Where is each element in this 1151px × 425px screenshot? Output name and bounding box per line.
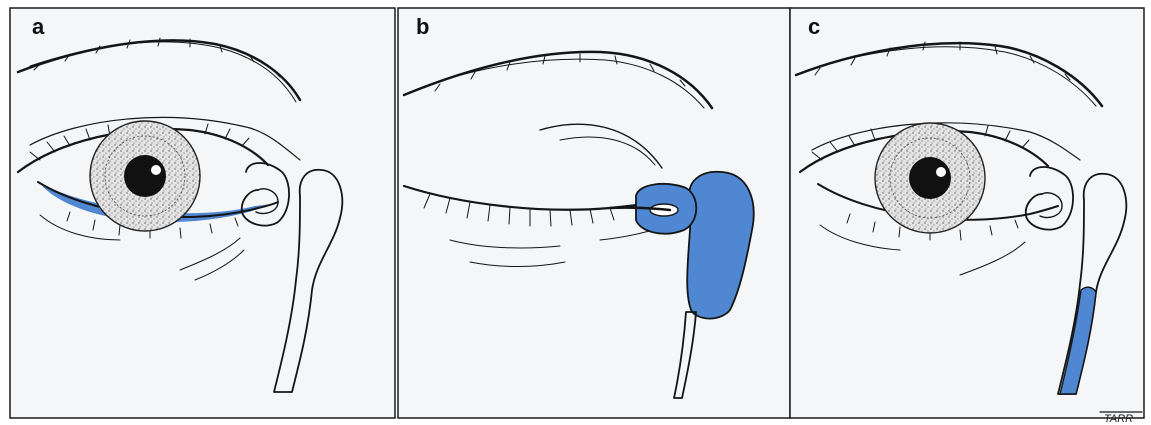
pupil (909, 157, 951, 199)
panel-c: c TARR (790, 8, 1144, 425)
panel-b-label: b (416, 14, 429, 39)
artist-signature: TARR (1104, 413, 1133, 425)
panel-a-label: a (32, 14, 45, 39)
panel-b: b (398, 8, 790, 418)
panel-a: a (10, 8, 395, 418)
panel-c-label: c (808, 14, 820, 39)
pupil (124, 155, 166, 197)
